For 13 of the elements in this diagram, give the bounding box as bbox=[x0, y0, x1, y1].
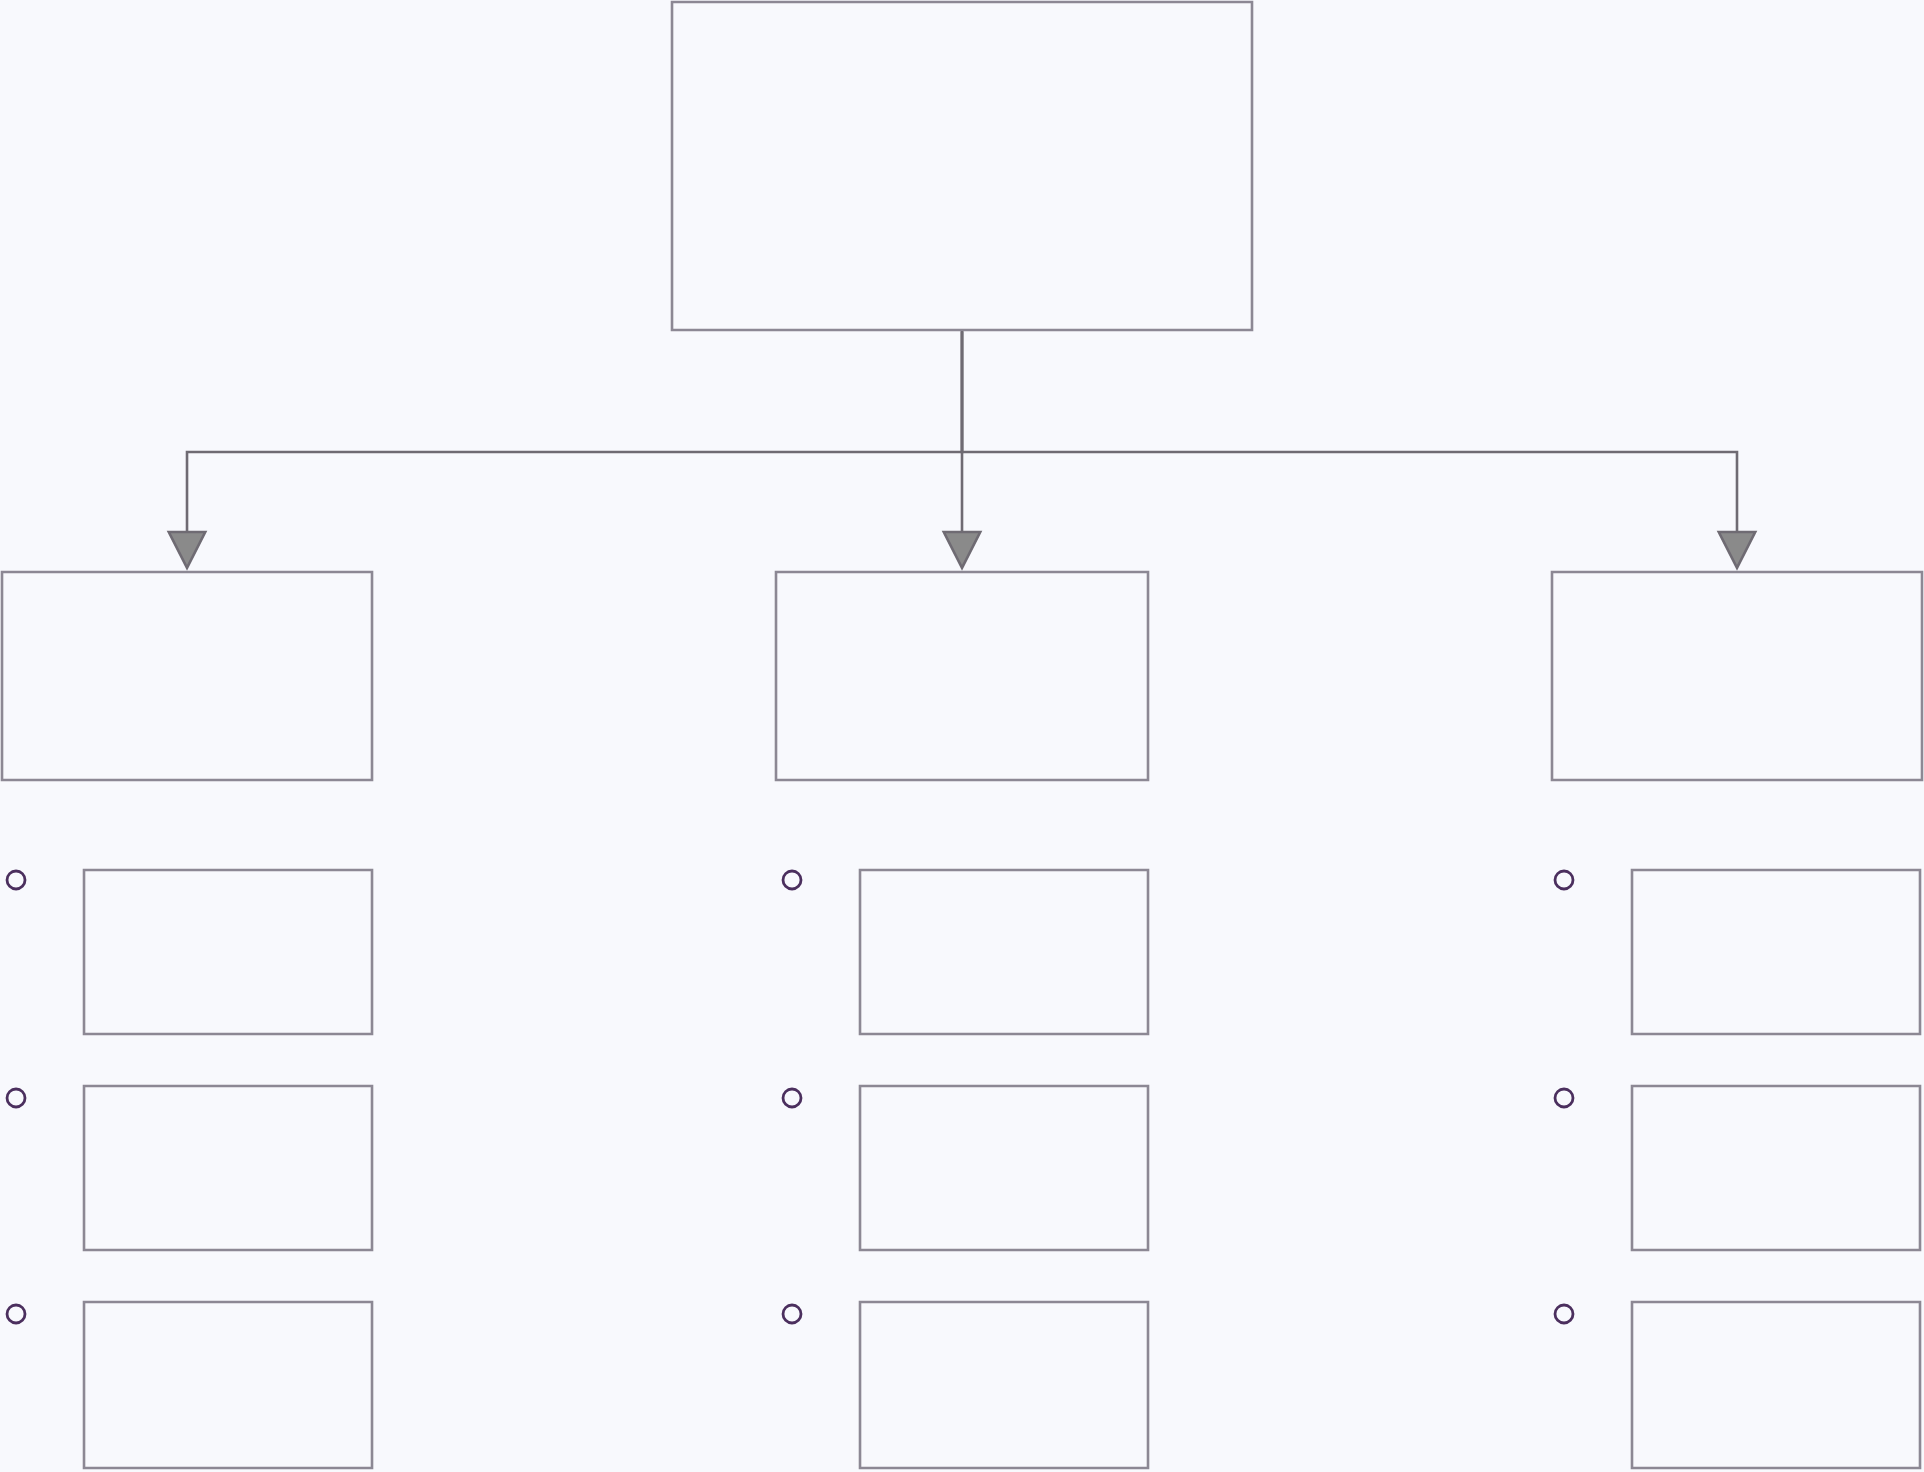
empty-box bbox=[82, 868, 374, 1036]
empty-box bbox=[858, 868, 1150, 1036]
empty-box bbox=[670, 0, 1254, 332]
empty-box bbox=[1630, 1084, 1922, 1252]
empty-box bbox=[774, 570, 1150, 782]
empty-box bbox=[82, 1084, 374, 1252]
empty-box bbox=[0, 570, 374, 782]
empty-box bbox=[1630, 868, 1922, 1036]
empty-box bbox=[1550, 570, 1924, 782]
empty-box bbox=[82, 1300, 374, 1470]
empty-box bbox=[1630, 1300, 1922, 1470]
empty-box bbox=[858, 1300, 1150, 1470]
empty-box bbox=[858, 1084, 1150, 1252]
